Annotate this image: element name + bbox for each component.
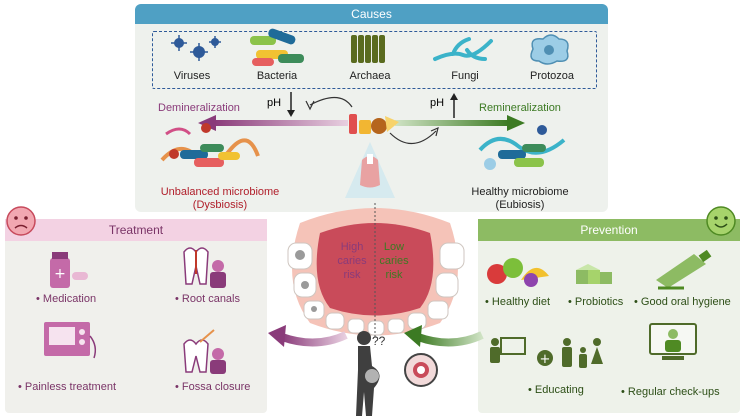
arrow-from-prevention bbox=[404, 325, 484, 347]
eubiosis-microbes-icon bbox=[478, 125, 566, 170]
toothpaste-icon bbox=[656, 249, 712, 290]
happy-face-icon bbox=[706, 206, 736, 236]
treatment-item-root-canals: • Root canals bbox=[175, 293, 240, 305]
prevention-item-probiotics: • Probiotics bbox=[568, 296, 624, 308]
dysbiosis-caption-line2: (Dysbiosis) bbox=[192, 199, 248, 211]
causes-header: Causes bbox=[135, 4, 608, 24]
treatment-item-medication: • Medication bbox=[36, 293, 97, 305]
prevention-item-checkups: • Regular check-ups bbox=[621, 386, 720, 398]
microbes-box bbox=[152, 31, 597, 89]
ph-up-arrow bbox=[450, 93, 458, 118]
cycle-arrows bbox=[305, 96, 439, 145]
fungi-icon bbox=[433, 37, 493, 61]
high-risk-word-2: caries bbox=[337, 255, 367, 267]
pregnant-woman-icon bbox=[356, 331, 380, 416]
prevention-item-educating: • Educating bbox=[528, 384, 584, 396]
root-canal-icon bbox=[183, 247, 226, 288]
svg-text:+: + bbox=[540, 352, 551, 367]
sad-face-icon bbox=[6, 206, 36, 236]
ph-down-arrow bbox=[287, 92, 295, 117]
treatment-header: Treatment bbox=[5, 219, 267, 241]
baby-teeth-icon bbox=[404, 353, 438, 387]
high-caries-risk-label: High caries risk bbox=[334, 240, 370, 282]
low-caries-risk-label: Low caries risk bbox=[376, 240, 412, 282]
virus-icon bbox=[171, 35, 221, 61]
prevention-header: Prevention bbox=[478, 219, 740, 241]
question-marks: ?? bbox=[372, 334, 386, 348]
probiotics-icon bbox=[576, 264, 612, 284]
microbe-label-protozoa: Protozoa bbox=[529, 70, 575, 82]
fossa-closure-icon bbox=[183, 329, 226, 374]
treatment-panel bbox=[5, 219, 267, 413]
educating-icon: + bbox=[490, 337, 603, 368]
eubiosis-caption-line2: (Eubiosis) bbox=[495, 199, 545, 211]
medication-icon: + bbox=[50, 252, 88, 288]
arrow-to-treatment bbox=[268, 325, 348, 347]
dysbiosis-microbes-icon bbox=[160, 123, 260, 167]
microbe-label-archaea: Archaea bbox=[349, 70, 391, 82]
prevention-item-oral-hygiene: • Good oral hygiene bbox=[634, 296, 731, 308]
demineralization-label: Demineralization bbox=[158, 102, 240, 114]
treatment-item-painless: • Painless treatment bbox=[18, 381, 117, 393]
low-risk-word-3: risk bbox=[385, 269, 403, 281]
high-risk-word-3: risk bbox=[343, 269, 361, 281]
sugary-food-icon bbox=[349, 114, 399, 134]
microbe-label-viruses: Viruses bbox=[173, 70, 211, 82]
microbe-label-bacteria: Bacteria bbox=[256, 70, 298, 82]
high-risk-word-1: High bbox=[340, 241, 364, 253]
low-risk-word-2: caries bbox=[379, 255, 409, 267]
painless-treatment-icon bbox=[44, 322, 97, 359]
prevention-panel bbox=[478, 219, 740, 413]
microbe-label-fungi: Fungi bbox=[451, 70, 479, 82]
svg-text:+: + bbox=[54, 266, 66, 282]
tooth-section-icon bbox=[345, 142, 395, 198]
checkup-icon bbox=[649, 323, 697, 360]
protozoa-icon bbox=[530, 34, 569, 65]
remineralization-label: Remineralization bbox=[479, 102, 561, 114]
low-risk-word-1: Low bbox=[383, 241, 405, 253]
ph-label-right: pH bbox=[430, 97, 445, 109]
archaea-icon bbox=[351, 35, 385, 63]
remineralization-arrow bbox=[395, 115, 525, 131]
eubiosis-caption-line1: Healthy microbiome bbox=[471, 186, 569, 198]
dysbiosis-caption-line1: Unbalanced microbiome bbox=[160, 186, 280, 198]
bacteria-icon bbox=[250, 28, 304, 66]
treatment-item-fossa-closure: • Fossa closure bbox=[175, 381, 251, 393]
mouth-illustration bbox=[287, 203, 465, 338]
ph-label-left: pH bbox=[267, 97, 282, 109]
healthy-diet-icon bbox=[487, 258, 549, 287]
demineralization-arrow bbox=[198, 115, 348, 131]
prevention-item-healthy-diet: • Healthy diet bbox=[485, 296, 550, 308]
